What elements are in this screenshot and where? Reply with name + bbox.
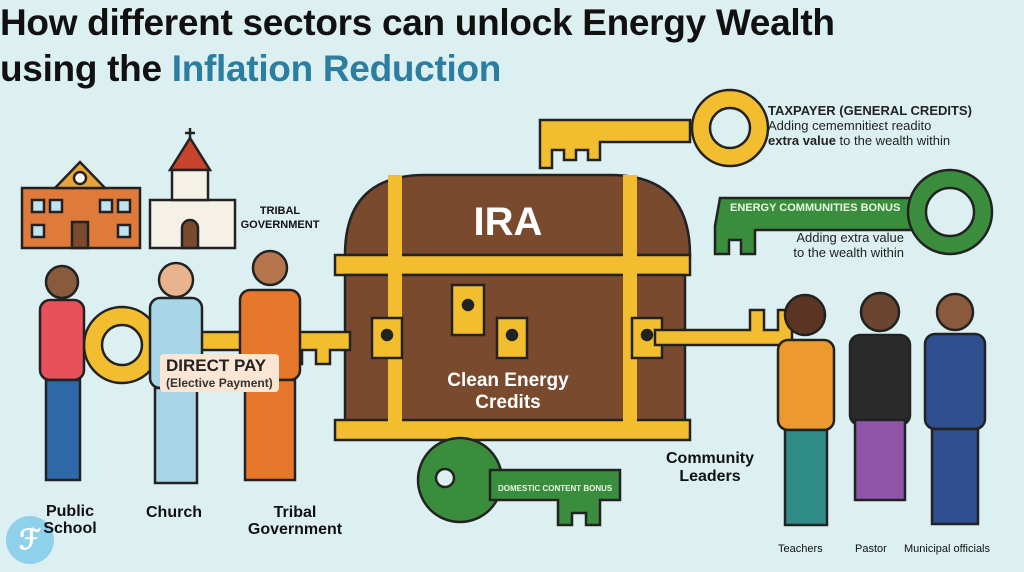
teachers-label: Teachers bbox=[778, 543, 823, 555]
clean-energy-credits-label: Clean Energy Credits bbox=[447, 370, 569, 413]
title-line-2: using the Inflation Reduction bbox=[0, 48, 502, 89]
domestic-content-label: DOMESTIC CONTENT BONUS bbox=[498, 484, 613, 493]
public-school-person bbox=[38, 264, 86, 482]
title-highlight: Inflation Reduction bbox=[171, 48, 502, 89]
municipal-officials-label: Municipal officials bbox=[904, 543, 991, 555]
church-label: Church bbox=[146, 504, 202, 521]
logo-icon bbox=[6, 516, 54, 564]
chest-label: IRA bbox=[473, 200, 543, 244]
treasure-chest-icon bbox=[333, 173, 692, 442]
church-building-icon bbox=[148, 128, 237, 250]
domestic-content-key-icon bbox=[416, 436, 622, 527]
energy-communities-key-icon bbox=[713, 168, 994, 256]
teacher-person bbox=[776, 293, 836, 527]
tribal-government-label: Tribal Government bbox=[247, 504, 343, 538]
community-leaders-label: Community Leaders bbox=[666, 450, 754, 485]
title-line-1: How different sectors can unlock Energy … bbox=[0, 2, 835, 43]
chest-key-icon bbox=[653, 308, 794, 347]
page-title: How different sectors can unlock Energy … bbox=[0, 0, 1024, 92]
direct-pay-label: DIRECT PAY (Elective Payment) bbox=[160, 354, 279, 392]
school-building-icon bbox=[20, 160, 142, 250]
public-school-label: Public School bbox=[43, 503, 97, 537]
pastor-person bbox=[848, 291, 912, 502]
taxpayer-key-icon bbox=[538, 88, 770, 170]
municipal-official-person bbox=[923, 292, 987, 526]
pastor-label: Pastor bbox=[855, 543, 887, 555]
taxpayer-label: TAXPAYER (GENERAL CREDITS) Adding cememn… bbox=[768, 103, 972, 148]
energy-communities-description: Adding extra value to the wealth within bbox=[793, 230, 904, 260]
logo-glyph: ℱ bbox=[18, 524, 41, 555]
tribal-government-top-label: TRIBAL GOVERNMENT bbox=[240, 205, 320, 231]
energy-communities-label: ENERGY COMMUNITIES BONUS bbox=[730, 202, 901, 214]
